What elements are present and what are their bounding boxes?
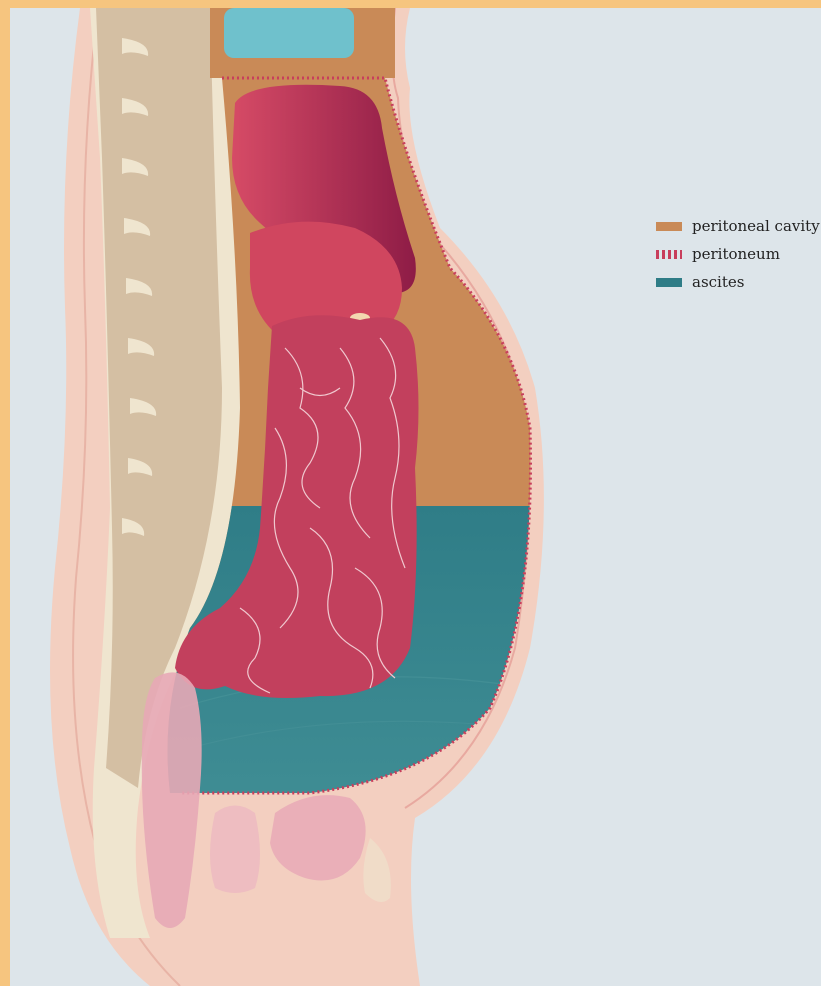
abdomen-cross-section-illustration bbox=[10, 8, 821, 986]
ascites-swatch bbox=[656, 278, 682, 287]
legend-label: ascites bbox=[692, 273, 744, 291]
legend-item-ascites: ascites bbox=[656, 268, 820, 296]
lung bbox=[224, 8, 354, 58]
legend-label: peritoneal cavity bbox=[692, 217, 820, 235]
peritoneal-cavity-swatch bbox=[656, 222, 682, 231]
legend: peritoneal cavity peritoneum ascites bbox=[656, 212, 820, 296]
legend-item-peritoneal-cavity: peritoneal cavity bbox=[656, 212, 820, 240]
legend-label: peritoneum bbox=[692, 245, 780, 263]
uterus bbox=[210, 806, 260, 894]
figure-frame: peritoneal cavity peritoneum ascites bbox=[10, 8, 821, 986]
legend-item-peritoneum: peritoneum bbox=[656, 240, 820, 268]
peritoneum-swatch bbox=[656, 250, 682, 259]
